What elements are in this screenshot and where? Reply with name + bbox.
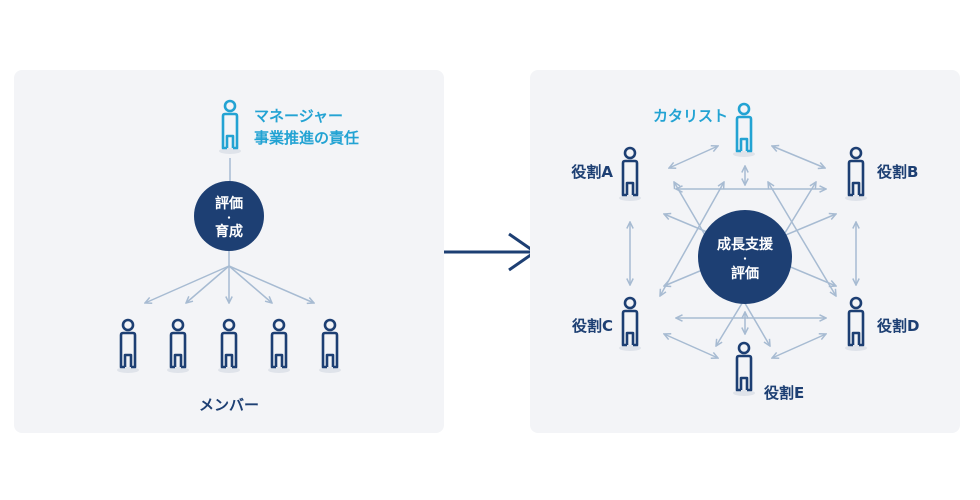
right-hub-line1: 成長支援 [717, 236, 774, 253]
role-c-label: 役割C [572, 317, 613, 335]
manager-title: マネージャー [254, 107, 343, 125]
member-arrow [228, 265, 272, 303]
connection-arrow [669, 146, 718, 168]
role-e-label: 役割E [764, 384, 804, 402]
member-arrow [186, 265, 230, 303]
right-hub-line2: 評価 [731, 265, 759, 282]
catalyst-label: カタリスト [653, 107, 728, 125]
right-arrow-icon [444, 232, 537, 272]
left-arrows [145, 251, 314, 303]
left-hub-dot: ・ [224, 214, 233, 224]
left-hub-line1: 評価 [215, 195, 243, 212]
role-d-label: 役割D [877, 317, 919, 335]
role-a-label: 役割A [571, 163, 613, 181]
left-hub-line2: 育成 [215, 223, 243, 240]
right-hub-dot: ・ [740, 255, 749, 265]
connection-arrow [772, 146, 825, 168]
members-label: メンバー [199, 396, 259, 414]
right-hub-circle [698, 210, 792, 304]
member-arrow [228, 265, 314, 303]
member-arrow [145, 265, 230, 303]
left-hub-circle [194, 181, 264, 251]
role-b-label: 役割B [877, 163, 918, 181]
manager-role: 事業推進の責任 [254, 129, 359, 147]
